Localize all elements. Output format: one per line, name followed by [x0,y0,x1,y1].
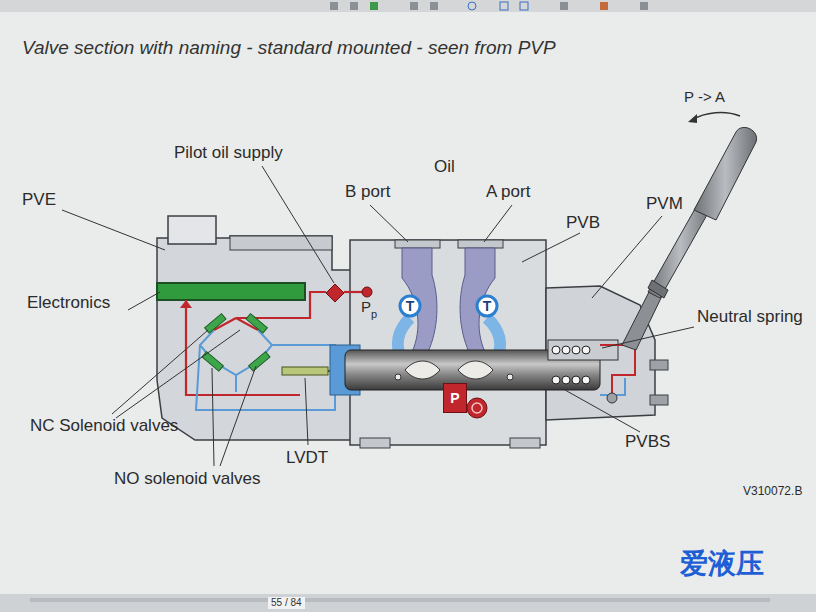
scroll-track [30,598,770,602]
tank-port-symbol: T [475,294,499,318]
direction-arrow [692,113,740,120]
body-foot [360,438,390,448]
pilot-lines [186,292,367,395]
arrowhead [688,114,697,123]
port-symbol: P [361,298,371,315]
part-label: NO solenoid valves [114,469,260,489]
pvb-body [350,240,546,445]
watermark: 爱液压 [680,548,764,580]
part-label: Neutral spring [697,307,803,327]
pivot [607,393,617,403]
diagram-title: Valve section with naming - standard mou… [22,37,556,59]
bolt [650,395,668,405]
control-lines [196,330,348,410]
part-label: NC Solenoid valves [30,416,178,436]
tank-port-symbol: T [398,294,422,318]
lever-shaft [648,200,712,298]
drawing-number: V310072.B [743,485,802,499]
port-subscript: p [371,308,377,321]
spring-housing [548,340,618,360]
part-label: PVM [646,194,683,214]
pve-housing [157,236,352,440]
solenoid-valves [202,314,270,372]
pvm-housing [546,286,655,420]
pressure-port-ring [472,403,482,413]
direction-label: P -> A [684,88,725,105]
filter-diamond [326,284,344,302]
lever-link [600,378,625,395]
toolbar-icons [330,2,648,10]
pressure-port-block: P [443,383,467,413]
pve-cover [230,236,332,250]
flow-arrowhead [180,300,192,308]
port-circle-outline [400,296,420,316]
part-label: B port [345,182,390,202]
bolt [650,360,668,370]
part-label: PVE [22,190,56,210]
pressure-port [467,398,487,418]
part-label: LVDT [286,448,328,468]
pilot-port-dot [362,287,372,297]
body-foot [510,438,540,448]
spool-notches [395,361,513,380]
part-label: PVBS [625,432,670,452]
part-label: A port [486,182,530,202]
status-bar [0,594,816,612]
port-flange [395,240,440,248]
lever-base [622,290,662,350]
part-label: Pilot oil supply [174,143,283,163]
port-letter: P [450,391,459,405]
part-label: Electronics [27,293,110,313]
electronics-board [157,283,305,300]
lever-link [600,345,635,395]
neutral-spring [552,346,590,384]
lvdt-sensor [282,367,328,375]
port-letter: T [483,299,492,313]
lever-nut [648,280,668,298]
part-label: PVB [566,213,600,233]
toolbar [0,0,816,12]
part-label: Oil [434,157,455,177]
lever-knob [694,127,757,220]
page-counter: 55 / 84 [268,597,305,609]
port-circle-outline [477,296,497,316]
port-flange [458,240,503,248]
port-letter: T [406,299,415,313]
connector-plug [168,216,216,244]
